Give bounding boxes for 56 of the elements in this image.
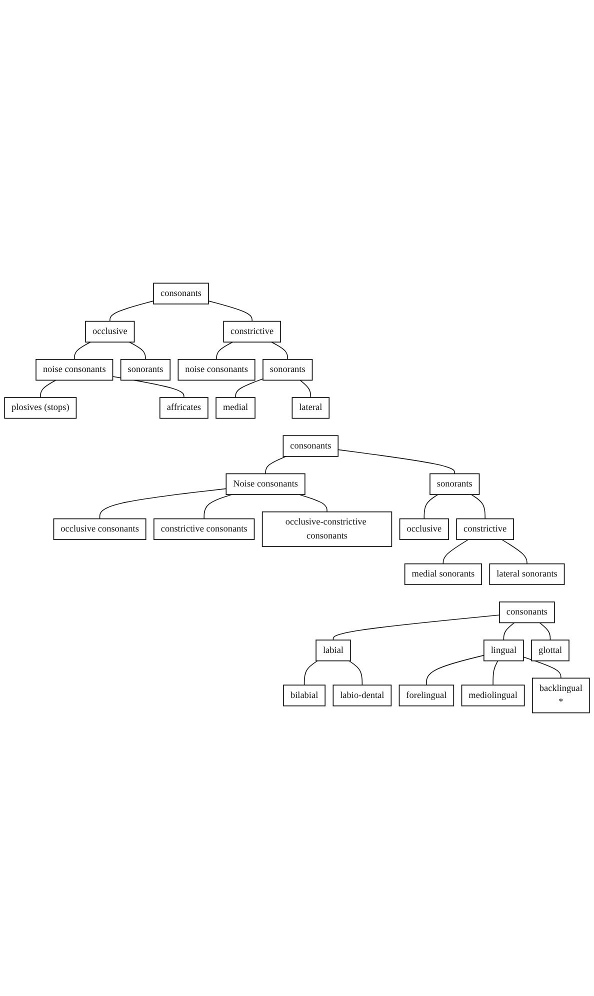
connector [503, 622, 515, 640]
connector [501, 539, 528, 564]
node-box: forelingual [398, 684, 454, 706]
node-box: labial [316, 640, 351, 662]
node-box: backlingual * [532, 678, 590, 714]
connector [208, 300, 252, 322]
node-box: consonants [499, 602, 555, 624]
node-box: sonorants [430, 473, 480, 495]
connector [298, 494, 328, 512]
connector [216, 342, 234, 360]
connector [442, 539, 469, 564]
connector [99, 488, 227, 520]
node-box: occlusive consonants [53, 518, 146, 540]
connector [338, 449, 456, 474]
node-box: plosives (stops) [4, 397, 77, 419]
connector [424, 494, 438, 520]
node-box: Noise consonants [226, 473, 306, 495]
node-box: lateral [292, 397, 330, 419]
node-box: mediolingual [461, 684, 525, 706]
node-box: sonorants [120, 358, 171, 381]
node-box: medial [216, 397, 256, 419]
node-box: sonorants [262, 358, 313, 381]
connector [265, 456, 286, 474]
node-box: lateral sonorants [489, 563, 565, 586]
connector [74, 342, 91, 360]
node-box: constrictive consonants [154, 518, 255, 540]
connector [110, 300, 154, 322]
node-box: consonants [153, 282, 209, 304]
connector [470, 494, 486, 520]
connector [523, 656, 562, 679]
connector [40, 380, 56, 398]
connector [304, 660, 318, 686]
node-box: noise consonants [178, 358, 256, 381]
connector [235, 378, 264, 398]
connector [426, 654, 484, 686]
connector [128, 342, 146, 360]
connector [492, 660, 498, 686]
node-box: bilabial [283, 684, 326, 706]
node-box: constrictive [456, 518, 514, 540]
node-box: occlusive-constrictive consonants [262, 511, 392, 547]
connector [332, 614, 500, 640]
connector [539, 622, 551, 640]
connector [204, 494, 232, 520]
node-box: occlusive [399, 518, 449, 540]
node-box: noise consonants [36, 358, 114, 381]
connector [348, 660, 363, 686]
node-box: affricates [159, 397, 208, 419]
node-box: consonants [282, 435, 339, 457]
node-box: labio-dental [332, 684, 392, 706]
node-box: occlusive [85, 320, 135, 343]
connector [271, 342, 288, 360]
node-box: medial sonorants [404, 563, 482, 586]
node-box: constrictive [223, 320, 281, 343]
connector [300, 380, 312, 398]
node-box: glottal [531, 640, 570, 662]
node-box: lingual [483, 640, 524, 662]
